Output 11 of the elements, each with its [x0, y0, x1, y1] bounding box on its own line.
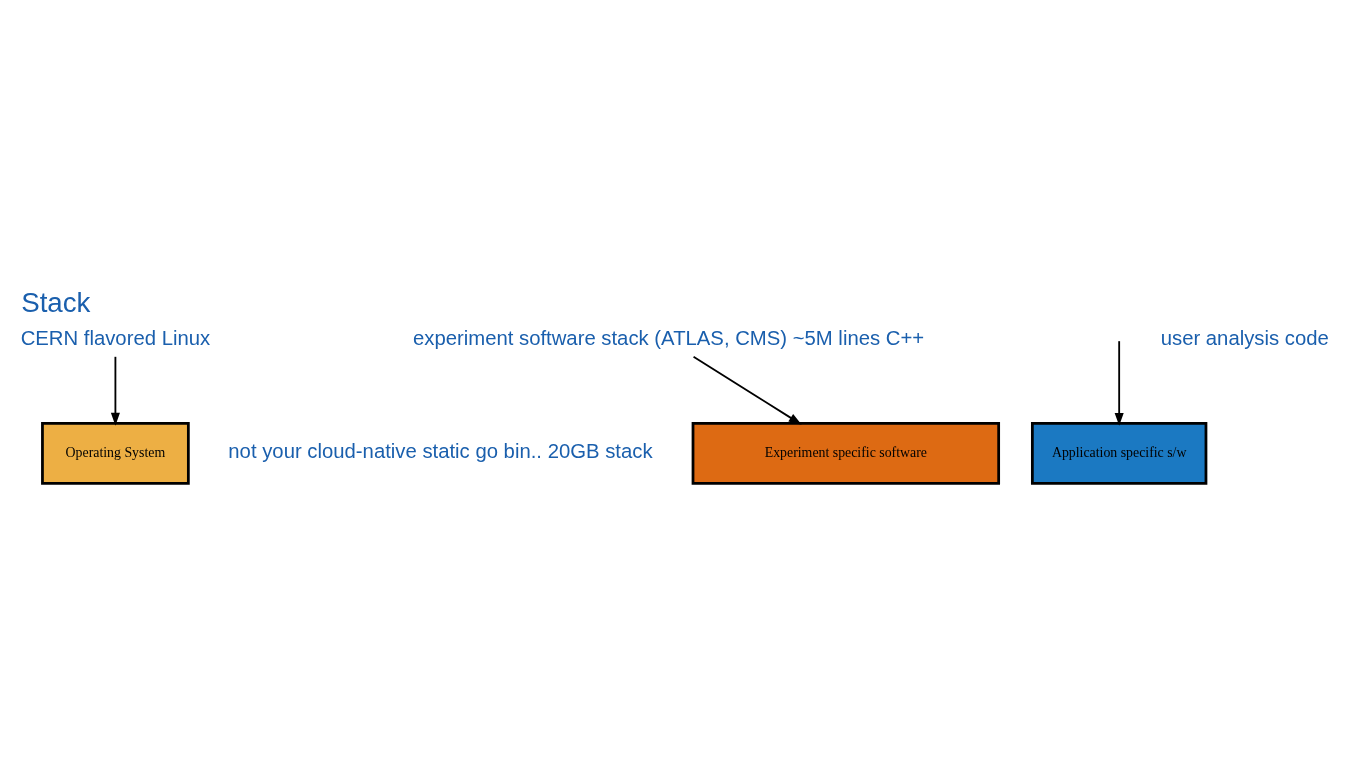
node-text: CERN flavored Linux	[20, 326, 211, 349]
arrow	[1114, 339, 1124, 426]
node-text: user analysis code	[1160, 326, 1329, 349]
diagram-title: Stack	[21, 286, 91, 318]
node-box: Operating System	[41, 421, 190, 485]
arrow	[692, 355, 802, 425]
arrow	[110, 355, 120, 426]
node-box: Application specific s/w	[1030, 421, 1208, 485]
node-text: experiment software stack (ATLAS, CMS) ~5M lines C++	[412, 326, 925, 349]
label: not your cloud-native static go bin.. 20GB stack	[228, 439, 653, 462]
node-box: Experiment specific software	[691, 421, 1001, 485]
